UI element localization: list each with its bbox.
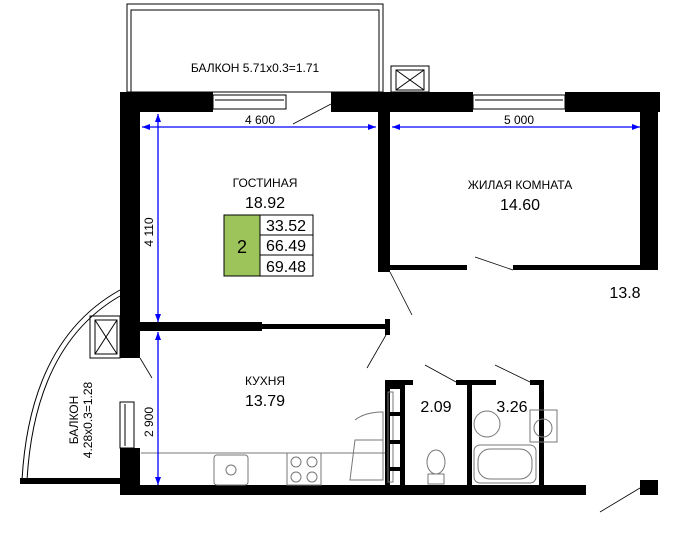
wc-area: 2.09 bbox=[420, 399, 451, 416]
windows bbox=[119, 94, 566, 449]
dimension-living-width: 4 600 bbox=[245, 113, 275, 127]
toilet-icon bbox=[426, 449, 446, 485]
left-balcony: БАЛКОН 4.28x0.3=1.28 bbox=[21, 289, 121, 481]
kitchen-area: 13.79 bbox=[245, 393, 285, 410]
door-swings bbox=[139, 103, 641, 513]
vent-shaft-icon bbox=[390, 65, 430, 93]
living-room-name: ГОСТИНАЯ bbox=[233, 176, 298, 190]
rooms-count: 2 bbox=[237, 237, 247, 257]
bedroom-area: 14.60 bbox=[500, 197, 540, 214]
top-balcony-label: БАЛКОН 5.71x0.3=1.71 bbox=[191, 61, 320, 75]
living-area-total: 33.52 bbox=[266, 218, 306, 235]
dimension-kitchen-depth: 2 900 bbox=[142, 407, 156, 437]
bathroom-area: 3.26 bbox=[496, 399, 527, 416]
bedroom-name: ЖИЛАЯ КОМНАТА bbox=[468, 178, 572, 192]
dimension-lines: 4 600 5 000 4 110 2 900 bbox=[142, 113, 640, 485]
vent-shaft-icon bbox=[89, 315, 121, 359]
left-balcony-size: 4.28x0.3=1.28 bbox=[81, 381, 95, 458]
living-room-area: 18.92 bbox=[245, 195, 285, 212]
walls bbox=[20, 92, 660, 495]
kitchen-name: КУХНЯ bbox=[245, 374, 285, 388]
stairs-icon bbox=[390, 385, 405, 485]
kitchen-fixtures bbox=[141, 391, 394, 486]
top-balcony: БАЛКОН 5.71x0.3=1.71 bbox=[126, 3, 384, 93]
rooms-count-badge bbox=[223, 214, 261, 277]
bathroom-fixtures bbox=[473, 409, 558, 484]
total-area-with-balcony: 69.48 bbox=[266, 259, 306, 276]
dimension-bedroom-width: 5 000 bbox=[504, 113, 534, 127]
apartment-summary: 2 33.52 66.49 69.48 bbox=[223, 214, 314, 277]
left-balcony-title: БАЛКОН bbox=[67, 396, 81, 445]
hall-area: 13.8 bbox=[609, 285, 640, 302]
total-area: 66.49 bbox=[266, 238, 306, 255]
dimension-living-depth: 4 110 bbox=[142, 217, 156, 246]
